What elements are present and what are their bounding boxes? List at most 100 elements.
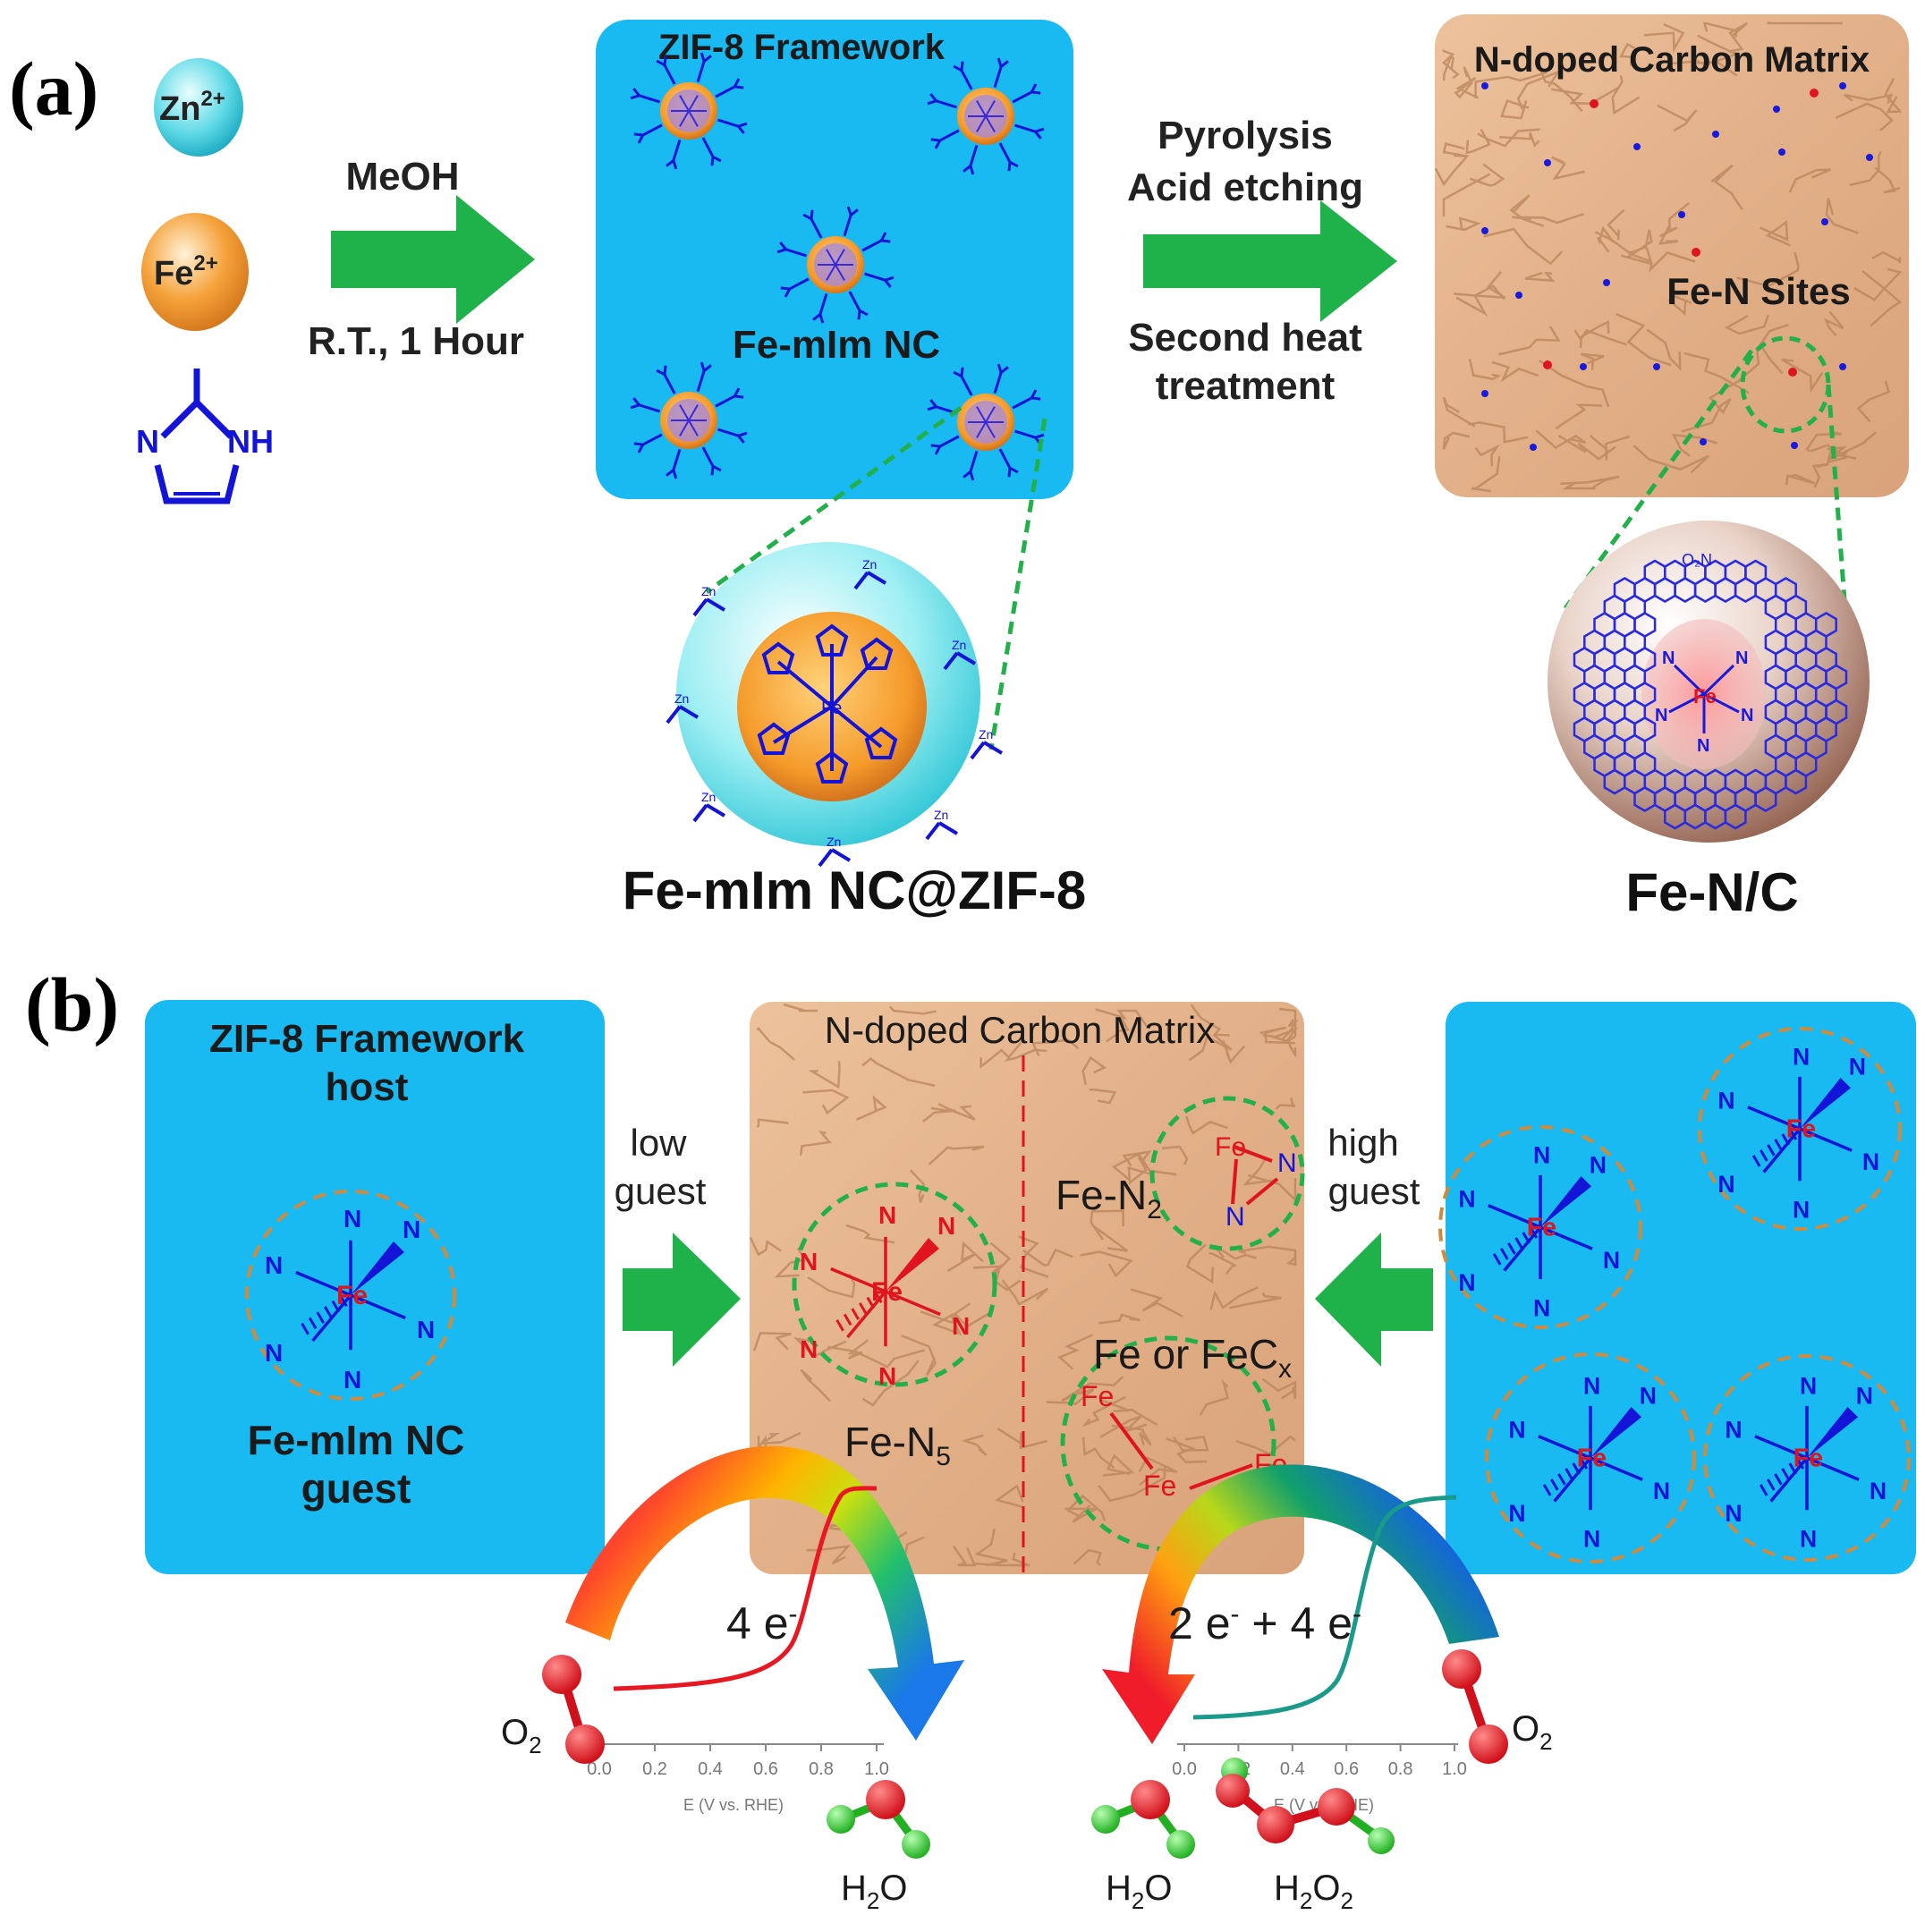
h2o-label-left: H2O	[841, 1868, 907, 1914]
axis-tick-label: 0.0	[1172, 1759, 1197, 1779]
svg-text:N: N	[1277, 1148, 1297, 1178]
svg-text:N: N	[1697, 736, 1709, 756]
carbon-matrix-box-b	[750, 1002, 1304, 1574]
axis-tick-label: 0.0	[587, 1759, 612, 1779]
o2-molecule-left	[542, 1655, 605, 1764]
step2-line3: Second heat	[1128, 316, 1362, 360]
axis-tick-label: 1.0	[864, 1759, 889, 1779]
step1-reagent-label: MeOH	[345, 155, 459, 199]
polarization-curve-2e-4e	[1192, 1495, 1457, 1720]
svg-text:N: N	[1735, 648, 1748, 668]
high-guest-line2: guest	[1328, 1170, 1420, 1212]
svg-text:N: N	[1849, 1054, 1866, 1080]
axis-label-left: E (V vs. RHE)	[683, 1796, 784, 1814]
svg-text:Fe: Fe	[336, 1281, 368, 1310]
guest-title-line1: Fe-mIm NC	[248, 1417, 465, 1463]
panel-a-label: (a)	[9, 46, 98, 131]
fe-mim-nc-label: Fe-mIm NC	[733, 323, 940, 367]
fe-mim-nanocrystals	[630, 52, 1045, 481]
svg-text:N: N	[1862, 1148, 1879, 1175]
step1-arrow	[331, 195, 535, 324]
svg-text:N: N	[1225, 1202, 1245, 1232]
svg-text:N: N	[1793, 1043, 1810, 1070]
fe-n5-label: Fe-N5	[844, 1419, 951, 1471]
svg-text:N: N	[265, 1339, 283, 1367]
svg-text:Fe: Fe	[1794, 1445, 1823, 1473]
carbon-matrix-box-a	[1435, 14, 1909, 497]
svg-text:Zn: Zn	[862, 557, 877, 572]
svg-text:N: N	[1583, 1372, 1600, 1399]
svg-text:N: N	[1662, 648, 1675, 668]
fe-mim-nanoparticle	[630, 52, 748, 170]
svg-text:N: N	[417, 1316, 435, 1343]
host-title-line2: host	[326, 1065, 409, 1109]
h2o2-molecule	[1216, 1758, 1395, 1854]
svg-text:N: N	[343, 1205, 361, 1233]
fe-ion-sphere: Fe2+	[141, 213, 249, 331]
step1-condition-label: R.T., 1 Hour	[308, 319, 524, 363]
fe-n-c-label: Fe-N/C	[1625, 862, 1798, 922]
zoom-line-right-b	[1826, 384, 1854, 697]
h2o-molecule-right	[1091, 1780, 1195, 1859]
svg-text:Fe: Fe	[1786, 1115, 1816, 1144]
high-guest-fe-complex: N N N N N N Fe	[1485, 1352, 1696, 1563]
svg-text:N: N	[343, 1366, 361, 1394]
svg-text:Fe: Fe	[871, 1277, 903, 1307]
svg-text:N: N	[1800, 1372, 1817, 1399]
fe-cluster-structure: Fe Fe Fe	[1081, 1380, 1287, 1502]
svg-text:N: N	[1741, 706, 1753, 725]
svg-text:N: N	[1508, 1500, 1525, 1527]
step2-line2: Acid etching	[1127, 165, 1363, 209]
svg-text:N: N	[1870, 1478, 1887, 1504]
panel-b-label: (b)	[25, 962, 119, 1047]
svg-text:N: N	[403, 1216, 420, 1243]
svg-text:Fe: Fe	[1527, 1214, 1556, 1242]
high-guest-arrow	[1315, 1233, 1433, 1367]
fe-n2-highlight	[1149, 1096, 1305, 1251]
zn-ion-label: Zn2+	[159, 87, 225, 128]
axis-tick-label: 0.4	[698, 1759, 723, 1779]
svg-text:N: N	[1590, 1152, 1607, 1179]
four-electron-label: 4 e-	[726, 1598, 798, 1648]
svg-text:N: N	[1800, 1525, 1817, 1552]
fe-n-c-particle: Fe N N N N N O₂N	[1548, 521, 1870, 843]
zoom-line-left	[705, 405, 962, 595]
svg-text:N: N	[1653, 1478, 1670, 1504]
core-shell-label: Fe-mIm NC@ZIF-8	[623, 860, 1087, 920]
svg-text:N: N	[1508, 1417, 1525, 1444]
fe-fecx-label: Fe or FeCx	[1093, 1331, 1292, 1384]
rainbow-arrow-4e	[565, 1445, 964, 1741]
axis-tick-label: 0.8	[1388, 1759, 1413, 1779]
high-guest-line1: high	[1327, 1122, 1398, 1164]
svg-text:Fe: Fe	[1143, 1470, 1176, 1502]
o2-molecule-right	[1442, 1649, 1508, 1764]
low-guest-line1: low	[630, 1122, 687, 1164]
svg-text:N: N	[1725, 1500, 1742, 1527]
fe-mim-nanoparticle	[776, 206, 895, 324]
svg-text:N: N	[1717, 1171, 1734, 1198]
svg-text:N: N	[800, 1335, 818, 1363]
svg-text:O₂N: O₂N	[1682, 551, 1712, 569]
fe-ion-label: Fe2+	[154, 251, 218, 292]
svg-text:Fe: Fe	[1577, 1445, 1607, 1473]
svg-text:N: N	[878, 1362, 896, 1390]
carbon-wrinkle-texture-a	[1434, 21, 1903, 493]
svg-text:N: N	[1583, 1525, 1600, 1552]
svg-text:N: N	[1725, 1417, 1742, 1444]
h2o-label-right: H2O	[1106, 1868, 1172, 1914]
svg-text:N: N	[1640, 1383, 1657, 1410]
svg-text:N: N	[1603, 1247, 1620, 1274]
svg-text:Zn: Zn	[827, 835, 841, 849]
rainbow-arrow-2e-4e	[1102, 1464, 1499, 1744]
fe-mim-nanoparticle	[927, 57, 1045, 175]
mim-n-label: N	[136, 423, 159, 460]
fe-mim-nanoparticle	[630, 361, 748, 479]
step2-arrow	[1143, 200, 1397, 322]
